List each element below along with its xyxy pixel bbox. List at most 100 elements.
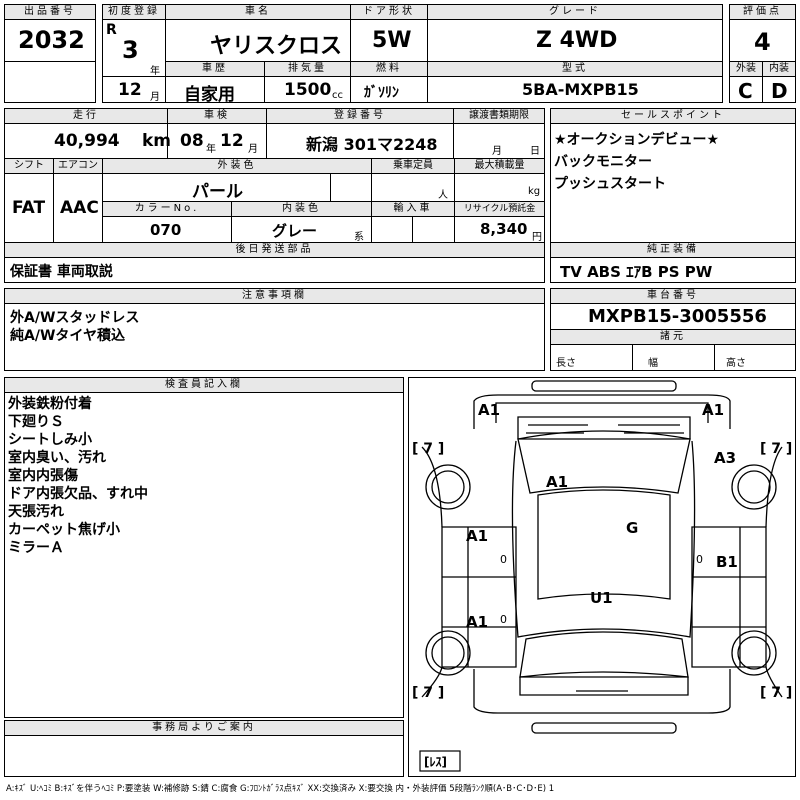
first-reg-label: 初度登録 [102,4,166,20]
notes-box [4,303,545,371]
mark-right-rear-door: B1 [716,553,738,571]
insp-year: 08 [180,131,204,151]
right-side [691,526,767,668]
front-bumper [531,380,677,392]
tire-rating-fr: [ 7 ] [760,441,792,457]
displacement: 1500 [284,80,332,100]
mark-right-fender: A3 [714,449,736,467]
chassis-number: MXPB15-3005556 [588,306,767,327]
wheel-rr-inner [737,636,771,670]
load-unit: kg [528,186,541,197]
right-fender [765,446,783,528]
recycle-fee: 8,340 [480,220,528,238]
transfer-day: 日 [530,146,540,157]
int-box [762,76,796,103]
recycle-label: リサイクル預託金 [454,201,545,217]
divider [412,216,413,243]
inspector-box [4,392,404,718]
wheel-fr-inner [737,470,771,504]
insp-month: 12 [220,131,244,151]
int-color-label: 内装色 [231,201,372,217]
shift: FAT [12,198,46,218]
kei: 系 [354,232,364,243]
fuel-label: 燃料 [350,61,428,77]
ac-label: エアコン [53,158,103,174]
rear-gate [519,676,689,696]
zero-right: 0 [696,553,703,566]
lot-label: 出品番号 [4,4,96,20]
inspector-item: ミラーＡ [8,540,64,556]
notes-label: 注意事項欄 [4,288,545,304]
wheel-fl-inner [431,470,465,504]
history: 自家用 [184,85,235,105]
front-face [517,416,691,440]
fuel: ｶﾞｿﾘﾝ [364,85,399,101]
cc-unit: cc [332,90,343,101]
legend: A:ｷｽﾞ U:ﾍｺﾐ B:ｷｽﾞを伴うﾍｺﾐ P:要塗装 W:補修跡 S:錆 … [6,784,555,794]
transfer-month: 月 [492,146,502,157]
divider [714,344,715,371]
mark-windshield: A1 [546,473,568,491]
insp-nen: 年 [206,144,216,155]
inspector-list: 外装鉄粉付着 下廻りＳ シートしみ小 室内臭い、汚れ 室内内張傷 ドア内張欠品、… [8,395,148,557]
int-rating: D [771,79,788,103]
grade: Z 4WD [536,28,618,53]
later-parts-box [4,257,545,283]
chassis-label: 車台番号 [550,288,796,304]
sales-label: セールスポイント [550,108,796,124]
mark-front-left: A1 [478,401,500,419]
mileage: 40,994 [54,131,120,151]
mileage-label: 走行 [4,108,168,124]
notes-list: 外A/Wスタッドレス 純A/Wタイヤ積込 [10,309,139,345]
wheel-rl-inner [431,636,465,670]
plate-label: 登録番号 [266,108,454,124]
sales-item: バックモニター [554,154,652,170]
spec-length: 長さ [556,358,576,369]
spec-width: 幅 [648,358,658,369]
office-box [4,735,404,777]
later-parts-label: 後日発送部品 [4,242,545,258]
equipment-box [550,257,796,283]
year-unit: 年 [150,66,160,77]
wheel-rl [425,630,471,676]
color-label: 外装色 [102,158,372,174]
yen: 円 [532,232,542,243]
wheel-fr [731,464,777,510]
ac: AAC [60,198,99,218]
spec-label: 諸元 [550,329,796,345]
displacement-label: 排気量 [264,61,351,77]
left-rear-fender [421,666,443,698]
grade-label: グレード [427,4,723,20]
zero-left-rear: 0 [500,613,507,626]
inspector-label: 検査員記入欄 [4,377,404,393]
model-box [427,76,723,103]
equipment-label: 純正装備 [550,242,796,258]
import-box [371,216,455,243]
front-hood-line [495,402,709,423]
int-label: 内装 [762,61,796,77]
car-name-label: 車名 [165,4,351,20]
transfer-label: 譲渡書類期限 [453,108,545,124]
era: R [106,22,117,38]
note-item: 外A/Wスタッドレス [10,310,140,326]
office-label: 事務局よりご案内 [4,720,404,736]
plate: 新潟 301マ2248 [306,135,438,154]
mark-left-rear-door: A1 [466,613,488,631]
inspection-label: 車検 [167,108,267,124]
door-label: ドア形状 [350,4,428,20]
mark-front-right: A1 [702,401,724,419]
model-code: 5BA-MXPB15 [522,80,639,99]
insp-tsuki: 月 [248,144,258,155]
front-outline [473,394,731,429]
right-rear-fender [765,666,783,698]
capacity-unit: 人 [438,190,448,201]
spec-height: 高さ [726,358,746,369]
spare-box [419,750,461,772]
inspector-item: 天張汚れ [8,504,64,520]
door-type: 5W [372,28,412,53]
roof-outline [511,440,696,638]
import-label: 輸入車 [371,201,455,217]
later-parts: 保証書 車両取説 [10,264,113,280]
spare-label: [ﾚｽ] [424,755,447,769]
equipment: TV ABS ｴｱB PS PW [560,263,713,281]
